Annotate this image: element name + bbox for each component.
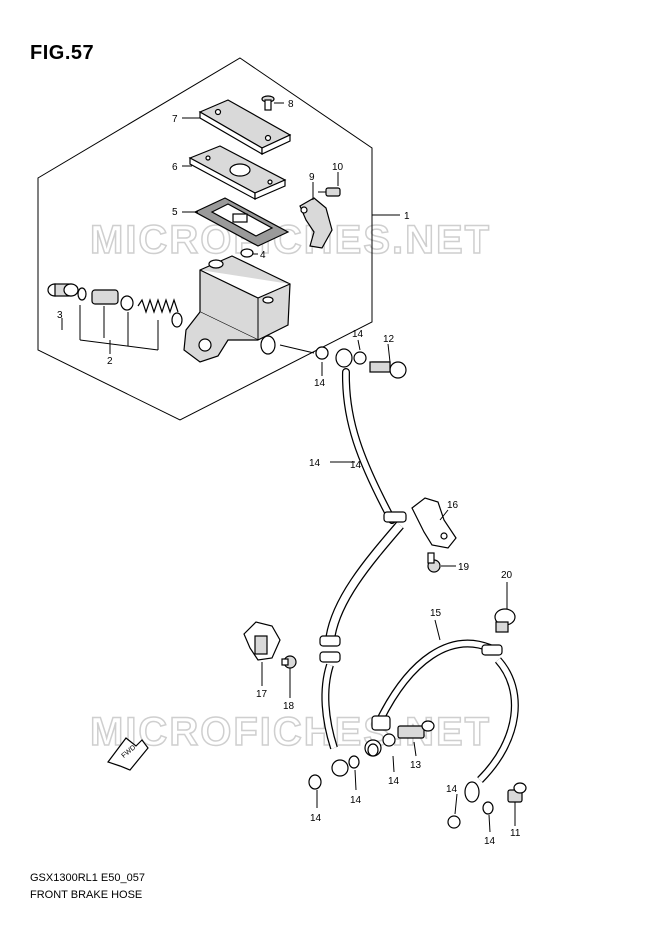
part-label: 16 bbox=[447, 500, 459, 511]
part-label: 13 bbox=[410, 760, 422, 771]
part-label: 14 bbox=[350, 460, 362, 471]
part-label: 14 bbox=[314, 378, 326, 389]
washer bbox=[482, 801, 494, 815]
master-cylinder-body bbox=[183, 255, 291, 363]
figure-name: FRONT BRAKE HOSE bbox=[30, 889, 143, 901]
hose-clamp-bracket bbox=[411, 497, 457, 549]
fwd-arrow: FWD bbox=[107, 737, 149, 771]
watermark: MICROFICHES.NET MICROFICHES.NET bbox=[89, 217, 491, 755]
union-bolt-12 bbox=[369, 361, 391, 373]
bracket-bolt bbox=[427, 552, 441, 573]
part-label: 3 bbox=[57, 310, 63, 321]
part-label: 17 bbox=[256, 689, 268, 700]
washer bbox=[348, 755, 360, 769]
figure-title: FIG.57 bbox=[30, 42, 95, 64]
part-label: 14 bbox=[484, 836, 496, 847]
part-labels: 1 2 3 4 5 6 7 8 9 10 11 12 13 14 14 14 1… bbox=[57, 99, 521, 847]
upper-banjo bbox=[315, 346, 407, 379]
hose-clamp-21 bbox=[494, 608, 516, 633]
mount-clamp bbox=[299, 197, 333, 249]
diaphragm-plate bbox=[188, 145, 287, 201]
union-bolt-13 bbox=[382, 720, 435, 747]
hose-guide-18 bbox=[243, 621, 281, 661]
part-label: 8 bbox=[288, 99, 294, 110]
front-brake-hose-upper bbox=[319, 368, 407, 777]
part-label: 4 bbox=[260, 250, 266, 261]
part-label: 18 bbox=[283, 701, 295, 712]
part-label: 14 bbox=[310, 813, 322, 824]
part-label: 14 bbox=[388, 776, 400, 787]
union-bolt-11 bbox=[507, 782, 527, 803]
part-label: 7 bbox=[172, 114, 178, 125]
diaphragm bbox=[193, 197, 290, 247]
cap-screw bbox=[261, 95, 275, 111]
small-seal bbox=[240, 248, 254, 258]
part-label: 1 bbox=[404, 211, 410, 222]
part-label: 5 bbox=[172, 207, 178, 218]
assembly-outline bbox=[37, 57, 373, 421]
leader-lines bbox=[182, 102, 516, 833]
part-label: 14 bbox=[446, 784, 458, 795]
part-label: 10 bbox=[332, 162, 344, 173]
part-label: 19 bbox=[458, 562, 470, 573]
part-label: 15 bbox=[430, 608, 442, 619]
part-label: 9 bbox=[309, 172, 315, 183]
washer bbox=[367, 743, 379, 757]
part-label: 12 bbox=[383, 334, 395, 345]
washer bbox=[308, 774, 322, 790]
watermark-top: MICROFICHES.NET bbox=[90, 218, 491, 262]
figure-code: GSX1300RL1 E50_057 bbox=[30, 872, 145, 884]
piston-kit bbox=[47, 283, 183, 328]
part-label: 11 bbox=[510, 828, 521, 839]
part-label: 2 bbox=[107, 356, 113, 367]
washer bbox=[315, 346, 329, 360]
guide-bolt-19 bbox=[281, 655, 297, 669]
part-label: 14 bbox=[352, 329, 364, 340]
part-label: 20 bbox=[501, 570, 513, 581]
reservoir-cap bbox=[198, 99, 292, 156]
part-label: 14 bbox=[309, 458, 321, 469]
part-label: 14 bbox=[350, 795, 362, 806]
watermark-bottom: MICROFICHES.NET bbox=[90, 710, 491, 754]
washer bbox=[447, 815, 461, 829]
part-label: 6 bbox=[172, 162, 178, 173]
clamp-bolt bbox=[318, 187, 341, 197]
